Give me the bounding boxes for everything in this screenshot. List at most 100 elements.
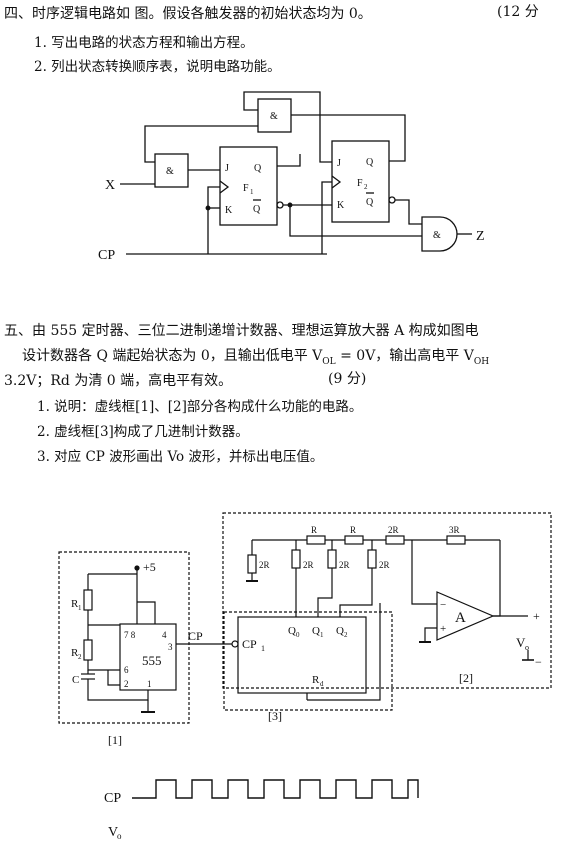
q5-line2: 设计数器各 Q 端起始状态为 0，且输出低电平 VOL = 0V，输出高电平 V… [22, 349, 489, 367]
label-q2-sub: 2 [344, 631, 348, 639]
label-q1: Q [312, 625, 320, 637]
wire-f2-qbar [395, 199, 422, 225]
f1-q-label: Q [254, 163, 262, 174]
pin-1: 1 [147, 679, 152, 689]
q5-item-3: 3. 对应 CP 波形画出 Vo 波形，并标出电压值。 [37, 449, 324, 465]
label-q1-sub: 1 [320, 631, 324, 639]
box-3-counter [223, 611, 393, 711]
q5-line2-start: 设计数器各 Q 端起始状态为 0，且输出低电平 V [22, 348, 323, 364]
f2-qbar-label: Q [366, 197, 374, 208]
opamp-minus: − [440, 599, 446, 611]
opamp-plus: + [440, 623, 446, 635]
wire-gate1-feedback [144, 125, 258, 163]
resistor-r [306, 535, 326, 545]
junction-dot [287, 202, 293, 208]
q4-title: 四、时序逻辑电路如 图。假设各触发器的初始状态均为 0。 [4, 6, 372, 22]
vo-plus: + [533, 609, 540, 623]
label-vo: V [516, 635, 526, 650]
f1-label-sub: 1 [250, 188, 254, 196]
resistor-2r [385, 535, 405, 545]
label-cp: CP [188, 629, 203, 643]
label-vo-sub: o [525, 643, 529, 652]
f2-k-label: K [337, 200, 345, 211]
wire-inverting [411, 540, 437, 605]
pin-3: 3 [168, 642, 173, 652]
and-symbol: & [433, 230, 441, 241]
junction-dot [205, 205, 211, 211]
label-2r: 2R [339, 560, 350, 570]
and-symbol: & [166, 166, 174, 177]
q5-item-1: 1. 说明：虚线框[1]、[2]部分各构成什么功能的电路。 [37, 399, 363, 415]
label-2r: 2R [259, 560, 270, 570]
resistor-2r [327, 549, 337, 569]
wire-f2-q-feedback [291, 114, 406, 162]
wire-rd-feedback [307, 603, 381, 701]
f2-label: F [357, 178, 363, 189]
wire-cp-f1 [207, 186, 220, 254]
q4-item-2: 2. 列出状态转换顺序表，说明电路功能。 [34, 59, 281, 75]
pin-78: 7 8 [124, 630, 136, 640]
wire-noninverting [424, 627, 437, 642]
q5-vol-sub: OL [322, 356, 336, 367]
label-x: X [105, 178, 115, 193]
label-vcc: +5 [143, 560, 156, 574]
label-cp: CP [98, 248, 115, 263]
label-q2: Q [336, 625, 344, 637]
label-3r: 3R [449, 525, 460, 535]
opamp-triangle [436, 591, 495, 641]
and-symbol: & [270, 111, 278, 122]
vcc-terminal [134, 565, 140, 571]
wire-cp-f2 [321, 181, 332, 254]
wire-f1-q [277, 154, 301, 167]
pin-2: 2 [124, 679, 129, 689]
wire-pin4 [137, 601, 156, 624]
q4-score: (12 分 [497, 4, 539, 20]
box3-label: [3] [268, 709, 282, 723]
label-q0: Q [288, 625, 296, 637]
f2-clock-mark [331, 175, 342, 189]
wire-out-gate-in [289, 205, 422, 237]
q5-line3: 3.2V；Rd 为清 0 端，高电平有效。 [4, 373, 233, 389]
q5-title: 五、由 555 定时器、三位二进制递增计数器、理想运算放大器 A 构成如图电 [4, 323, 479, 339]
label-cp1: CP [242, 637, 257, 651]
label-q0-sub: 0 [296, 631, 300, 639]
wave-vo-sub: o [117, 831, 122, 841]
label-c: C [72, 674, 79, 686]
resistor-r [344, 535, 364, 545]
f2-q-label: Q [366, 157, 374, 168]
box1-label: [1] [108, 733, 122, 747]
label-r1: R [71, 598, 79, 610]
label-r: R [350, 525, 356, 535]
wire-pin2 [107, 670, 120, 686]
label-r2: R [71, 647, 79, 659]
label-2r: 2R [303, 560, 314, 570]
q5-voh-sub: OH [473, 356, 490, 367]
chip-label: 555 [142, 653, 162, 668]
wire-q2 [339, 568, 373, 617]
wire-q1 [317, 568, 333, 617]
label-r1-sub: 1 [78, 604, 82, 612]
counter-box [237, 616, 367, 694]
label-cp1-sub: 1 [261, 644, 265, 653]
wire-j2 [243, 91, 332, 163]
resistor-2r [367, 549, 377, 569]
wave-vo-label: V [108, 825, 118, 840]
label-rd: R [312, 674, 320, 686]
and-gate-output [421, 216, 458, 252]
box-1-astable [58, 551, 190, 724]
q4-item-1: 1. 写出电路的状态方程和输出方程。 [34, 35, 254, 51]
resistor-3r [446, 535, 466, 545]
label-2r: 2R [388, 525, 399, 535]
opamp-label: A [455, 610, 466, 626]
vo-minus: − [535, 655, 542, 669]
q5-item-2: 2. 虚线框[3]构成了几进制计数器。 [37, 424, 249, 440]
wave-cp-label: CP [104, 791, 121, 806]
label-r: R [311, 525, 317, 535]
cp-waveform [132, 779, 419, 799]
q5-line2-mid: = 0V，输出高电平 V [335, 348, 474, 364]
f1-label: F [243, 183, 249, 194]
box-2-dac [222, 512, 552, 689]
f1-k-label: K [225, 205, 233, 216]
